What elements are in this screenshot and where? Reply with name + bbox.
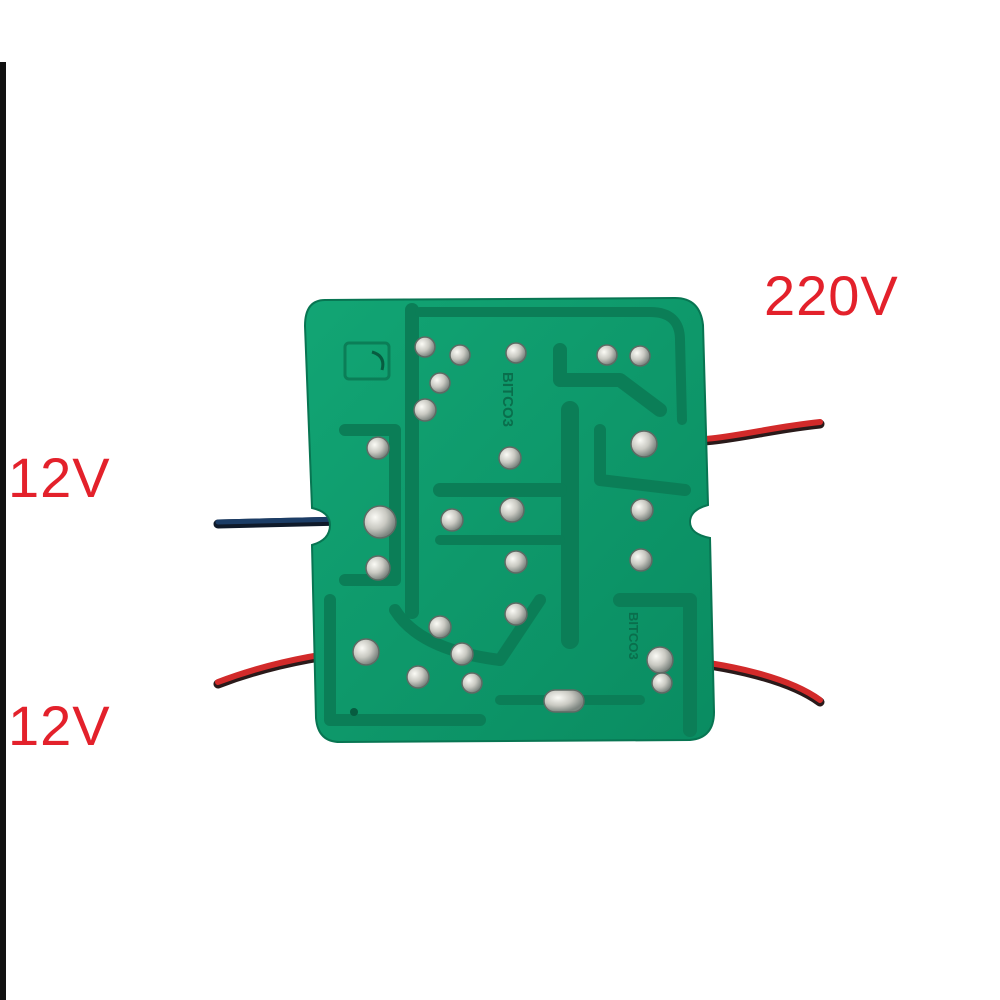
board-hole-marker xyxy=(350,708,358,716)
copper-traces xyxy=(324,303,697,737)
left-border-line xyxy=(0,62,6,1000)
silkscreen-text-upper: BITCO3 xyxy=(499,372,516,427)
silkscreen-text-lower: BITCO3 xyxy=(626,612,641,660)
label-220v: 220V xyxy=(764,264,899,327)
solder-joints xyxy=(352,336,674,713)
label-12v-top: 12V xyxy=(8,446,111,509)
label-12v-bottom: 12V xyxy=(8,694,111,757)
board-marking-curve xyxy=(371,350,385,371)
